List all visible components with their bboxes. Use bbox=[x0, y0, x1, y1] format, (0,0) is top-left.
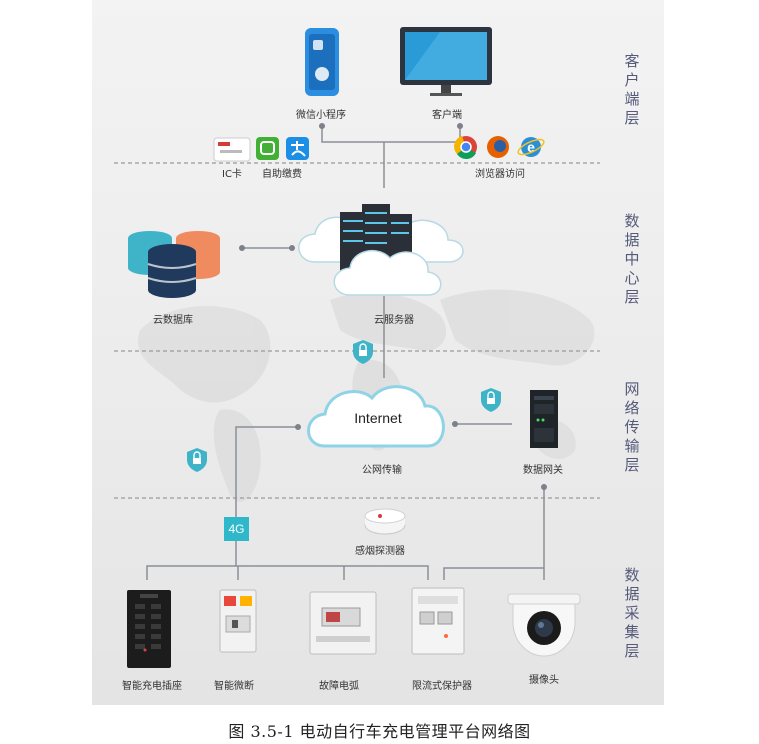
charging-socket-icon bbox=[127, 590, 171, 668]
camera-label: 摄像头 bbox=[529, 675, 559, 686]
cloud-server-label: 云服务器 bbox=[374, 315, 414, 326]
wechat-pay-icon bbox=[256, 137, 279, 160]
alipay-icon bbox=[286, 137, 309, 160]
breaker-label: 智能微断 bbox=[214, 681, 254, 692]
cloud-server-icon bbox=[298, 204, 464, 296]
gateway-label: 数据网关 bbox=[523, 465, 563, 476]
ie-icon: e bbox=[517, 137, 545, 157]
svg-text:e: e bbox=[527, 139, 535, 155]
cloud-database-icon bbox=[128, 231, 220, 298]
gateway-device-icon bbox=[530, 390, 558, 448]
self-pay-label: 自助缴费 bbox=[262, 169, 302, 180]
shield-icon-1 bbox=[353, 340, 373, 364]
ic-card-label: IC卡 bbox=[222, 169, 242, 180]
current-limiter-icon bbox=[411, 587, 465, 655]
browser-label: 浏览器访问 bbox=[475, 169, 525, 180]
client-label: 客户端 bbox=[432, 110, 462, 121]
socket-label: 智能充电插座 bbox=[122, 681, 182, 692]
figure-caption: 图 3.5-1 电动自行车充电管理平台网络图 bbox=[228, 722, 531, 741]
camera-icon bbox=[507, 593, 581, 657]
shield-icon-2 bbox=[481, 388, 501, 412]
connector-dots bbox=[239, 123, 547, 490]
phone-icon bbox=[305, 28, 339, 96]
arc-fault-label: 故障电弧 bbox=[319, 681, 359, 692]
connectors bbox=[146, 126, 545, 580]
monitor-icon bbox=[400, 27, 492, 96]
layer-label-network: 网络传输层 bbox=[624, 380, 640, 474]
smoke-detector-label: 感烟探测器 bbox=[355, 546, 405, 557]
layer-label-data-center: 数据中心层 bbox=[624, 212, 640, 306]
internet-label: Internet bbox=[354, 410, 402, 426]
smoke-detector-icon bbox=[364, 508, 406, 535]
limiter-label: 限流式保护器 bbox=[412, 681, 472, 692]
arc-fault-icon bbox=[309, 591, 377, 655]
shield-icon-3 bbox=[187, 448, 207, 472]
public-net-label: 公网传输 bbox=[362, 465, 402, 476]
ic-card-icon bbox=[213, 137, 251, 162]
world-map bbox=[138, 289, 595, 502]
chrome-icon bbox=[454, 136, 477, 159]
internet-cloud-icon bbox=[307, 385, 445, 448]
firefox-icon bbox=[487, 136, 509, 158]
wechat-label: 微信小程序 bbox=[296, 110, 346, 121]
layer-label-collection: 数据采集层 bbox=[624, 566, 640, 660]
smart-breaker-icon bbox=[219, 589, 257, 653]
layer-label-client: 客户端层 bbox=[624, 52, 640, 127]
cloud-db-label: 云数据库 bbox=[153, 315, 193, 326]
layer-dividers bbox=[114, 162, 600, 499]
fourg-badge: 4G bbox=[224, 517, 249, 541]
